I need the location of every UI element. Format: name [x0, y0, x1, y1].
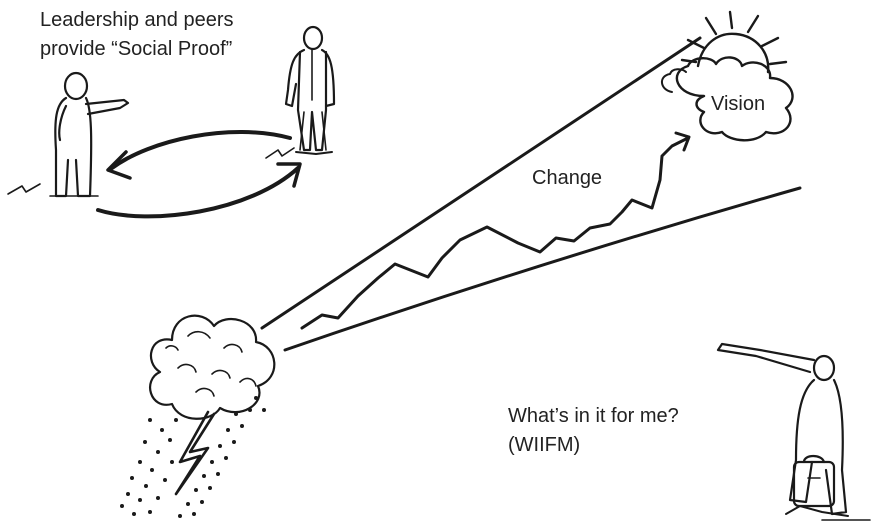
- social-proof-label: Leadership and peers provide “Social Pro…: [40, 6, 233, 64]
- vision-label: Vision: [711, 93, 766, 115]
- progress-arrowhead: [674, 131, 691, 152]
- wiifm-line-2: (WIIFM): [508, 434, 581, 456]
- wiifm-label: What’s in it for me? (WIIFM): [508, 402, 679, 460]
- sun-icon: [680, 10, 788, 74]
- wiifm-line-1: What’s in it for me?: [508, 405, 679, 427]
- arrow-toward-businessman: [96, 166, 300, 219]
- arrow-toward-leader: [110, 130, 292, 170]
- storm-cloud: [149, 314, 276, 420]
- vision-cloud: [661, 56, 794, 142]
- social-proof-cycle-arrows: [96, 130, 302, 219]
- arrowhead-left-icon: [106, 150, 132, 180]
- rain-drops: [120, 396, 266, 518]
- pointing-leader-figure: [7, 71, 130, 198]
- briefcase-icon: [792, 454, 836, 508]
- change-label: Change: [532, 167, 603, 189]
- change-progress-line: [300, 131, 691, 330]
- cone-upper-edge: [260, 36, 702, 330]
- businessman-figure: [265, 25, 336, 159]
- cone-lower-edge: [283, 186, 802, 352]
- social-proof-line-1: Leadership and peers: [40, 9, 234, 31]
- arrowhead-right-icon: [276, 162, 302, 188]
- change-cone: [260, 36, 802, 352]
- lightning-bolt-icon: [174, 410, 216, 496]
- social-proof-line-2: provide “Social Proof”: [40, 38, 233, 60]
